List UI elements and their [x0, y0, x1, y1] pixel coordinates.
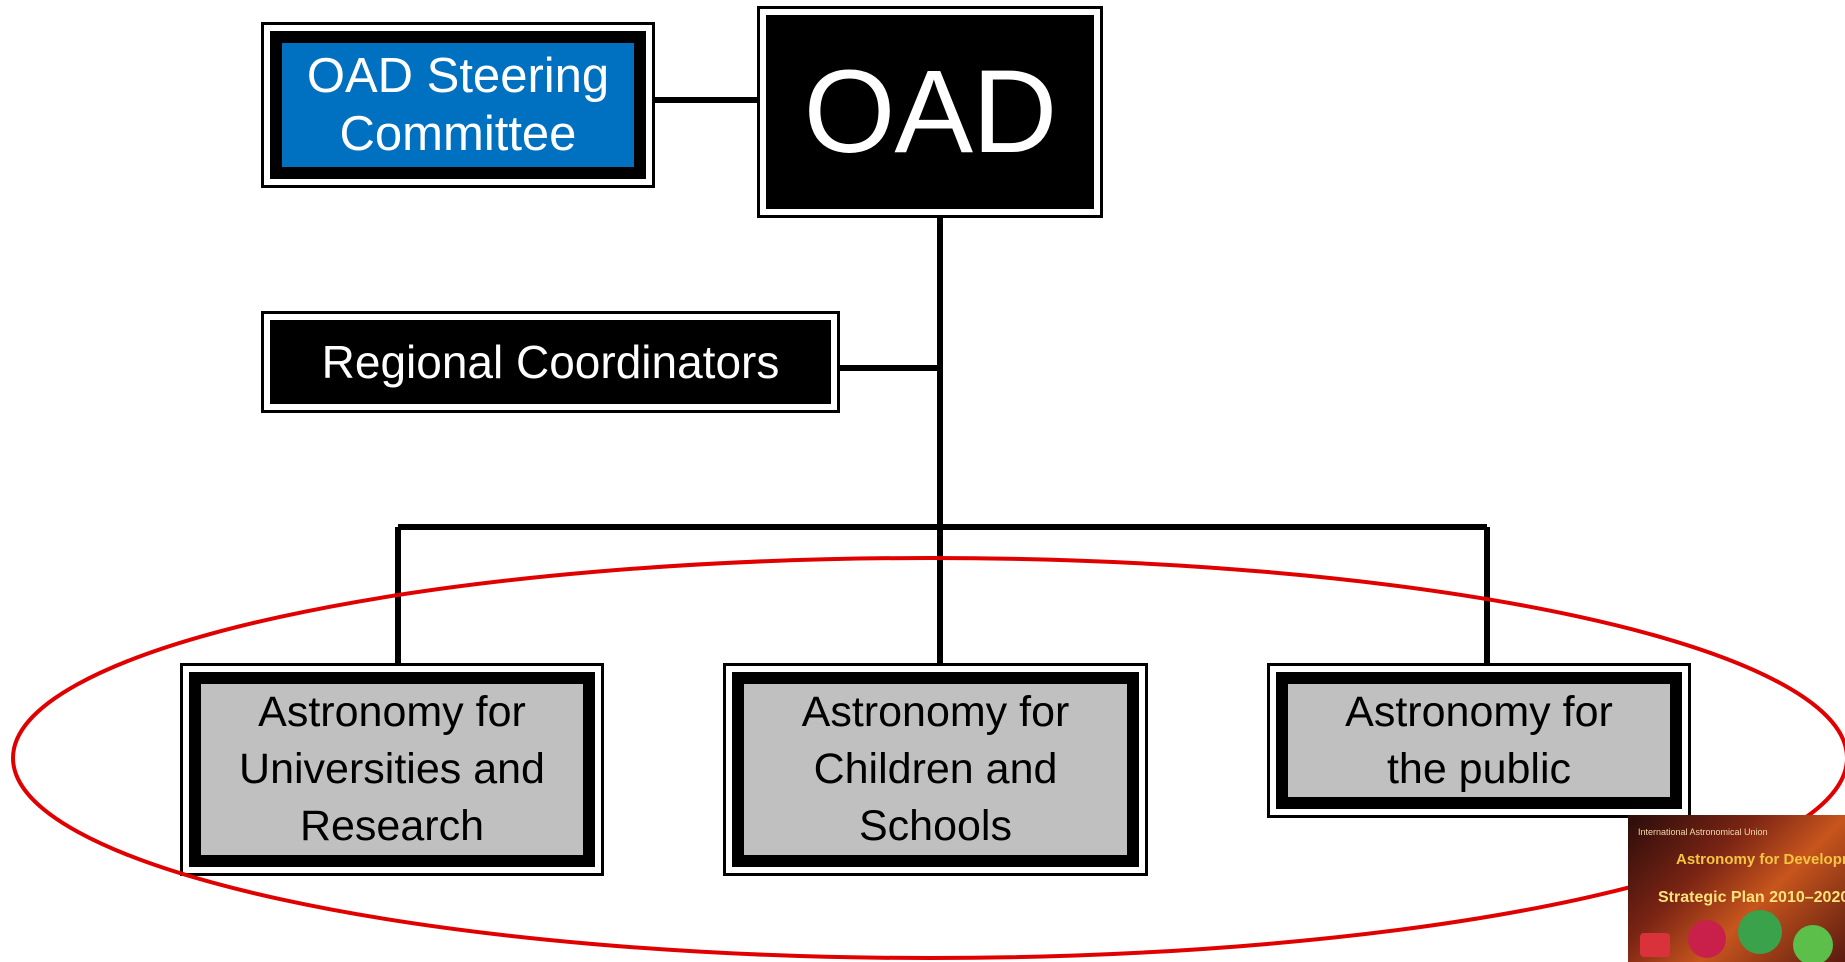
public-node: Astronomy for the public — [1267, 663, 1691, 818]
steering-committee-node: OAD Steering Committee — [261, 22, 655, 188]
universities-node: Astronomy for Universities and Research — [180, 663, 604, 876]
children-node: Astronomy for Children and Schools — [723, 663, 1148, 876]
thumbnail-circle-icon — [1640, 933, 1670, 957]
universities-label: Astronomy for Universities and Research — [189, 672, 595, 867]
oad-node: OAD — [757, 6, 1103, 218]
steering-committee-label: OAD Steering Committee — [270, 31, 646, 179]
thumbnail-subtitle-text: Strategic Plan 2010–2020 — [1658, 889, 1845, 906]
thumbnail-circle-icon — [1738, 910, 1782, 954]
thumbnail-org-text: International Astronomical Union — [1638, 827, 1768, 837]
public-label: Astronomy for the public — [1276, 672, 1682, 809]
thumbnail-circle-icon — [1793, 925, 1833, 962]
strategic-plan-thumbnail: International Astronomical Union Astrono… — [1628, 815, 1845, 962]
oad-label: OAD — [766, 15, 1094, 209]
regional-coordinators-label: Regional Coordinators — [270, 320, 831, 404]
regional-coordinators-node: Regional Coordinators — [261, 311, 840, 413]
children-label: Astronomy for Children and Schools — [732, 672, 1139, 867]
thumbnail-circle-icon — [1688, 920, 1726, 958]
thumbnail-title-text: Astronomy for Development — [1676, 851, 1845, 868]
